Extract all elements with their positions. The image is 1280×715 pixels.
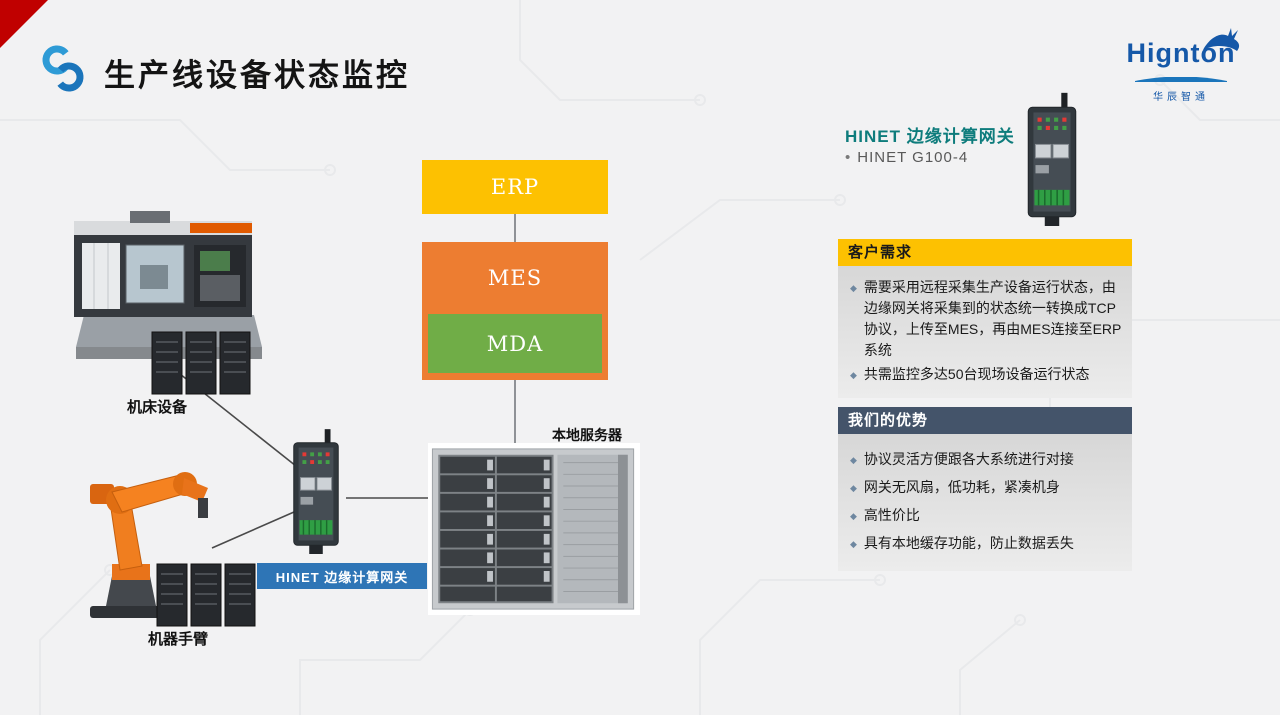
connector-erp-mes	[514, 214, 516, 242]
diamond-bullet-icon: ◆	[850, 455, 857, 465]
local-server-image	[428, 443, 640, 615]
hignton-logo: Hignton 华辰智通	[1116, 28, 1246, 103]
advantages-title: 我们的优势	[838, 407, 1132, 434]
product-model: • HINET G100-4	[845, 149, 968, 166]
antelope-icon	[1203, 28, 1240, 51]
advantage-item-text: 网关无风扇，低功耗，紧凑机身	[863, 479, 1060, 495]
advantages-panel: 我们的优势 ◆ 协议灵活方便跟各大系统进行对接 ◆ 网关无风扇，低功耗，紧凑机身…	[838, 407, 1132, 571]
list-item: ◆ 需要采用远程采集生产设备运行状态，由边缘网关将采集到的状态统一转换成TCP协…	[848, 277, 1122, 361]
logo-underline	[1135, 76, 1227, 82]
mda-box: MDA	[428, 314, 602, 373]
robot-label: 机器手臂	[148, 631, 209, 648]
mes-label: MES	[487, 266, 543, 290]
diamond-bullet-icon: ◆	[850, 370, 857, 380]
advantage-item-text: 具有本地缓存功能，防止数据丢失	[863, 535, 1074, 551]
list-item: ◆ 共需监控多达50台现场设备运行状态	[848, 364, 1122, 385]
need-item-text: 需要采用远程采集生产设备运行状态，由边缘网关将采集到的状态统一转换成TCP协议，…	[863, 279, 1122, 358]
robot-arm-image	[90, 472, 208, 618]
list-item: ◆ 协议灵活方便跟各大系统进行对接	[848, 449, 1122, 470]
need-item-text: 共需监控多达50台现场设备运行状态	[863, 366, 1090, 382]
server-rack-image	[156, 563, 256, 627]
cloud-logo-icon	[42, 45, 84, 92]
machine-label: 机床设备	[127, 399, 188, 416]
model-bullet-icon: •	[845, 149, 852, 166]
list-item: ◆ 网关无风扇，低功耗，紧凑机身	[848, 477, 1122, 498]
list-item: ◆ 高性价比	[848, 505, 1122, 526]
erp-label: ERP	[490, 175, 540, 199]
diamond-bullet-icon: ◆	[850, 511, 857, 521]
page-title: 生产线设备状态监控	[104, 58, 410, 93]
product-title: HINET 边缘计算网关	[845, 127, 1015, 146]
diamond-bullet-icon: ◆	[850, 283, 857, 293]
diamond-bullet-icon: ◆	[850, 539, 857, 549]
gateway-product-image	[1027, 92, 1077, 226]
customer-needs-panel: 客户需求 ◆ 需要采用远程采集生产设备运行状态，由边缘网关将采集到的状态统一转换…	[838, 239, 1132, 398]
gateway-device-image	[293, 429, 339, 554]
advantage-item-text: 协议灵活方便跟各大系统进行对接	[863, 451, 1074, 467]
connector-mes-server	[514, 380, 516, 444]
product-model-text: HINET G100-4	[857, 149, 969, 166]
hignton-subtitle: 华辰智通	[1153, 92, 1209, 103]
server-rack-image	[151, 331, 251, 395]
customer-needs-title: 客户需求	[838, 239, 1132, 266]
list-item: ◆ 具有本地缓存功能，防止数据丢失	[848, 533, 1122, 554]
customer-needs-body: ◆ 需要采用远程采集生产设备运行状态，由边缘网关将采集到的状态统一转换成TCP协…	[838, 266, 1132, 398]
gateway-label-badge: HINET 边缘计算网关	[257, 563, 427, 589]
mda-label: MDA	[486, 331, 544, 356]
cnc-machine-image	[74, 211, 262, 359]
advantage-item-text: 高性价比	[863, 507, 920, 523]
advantages-body: ◆ 协议灵活方便跟各大系统进行对接 ◆ 网关无风扇，低功耗，紧凑机身 ◆ 高性价…	[838, 434, 1132, 571]
red-corner-decoration	[0, 0, 48, 48]
erp-box: ERP	[422, 160, 608, 214]
diamond-bullet-icon: ◆	[850, 483, 857, 493]
local-server-label: 本地服务器	[552, 427, 622, 443]
